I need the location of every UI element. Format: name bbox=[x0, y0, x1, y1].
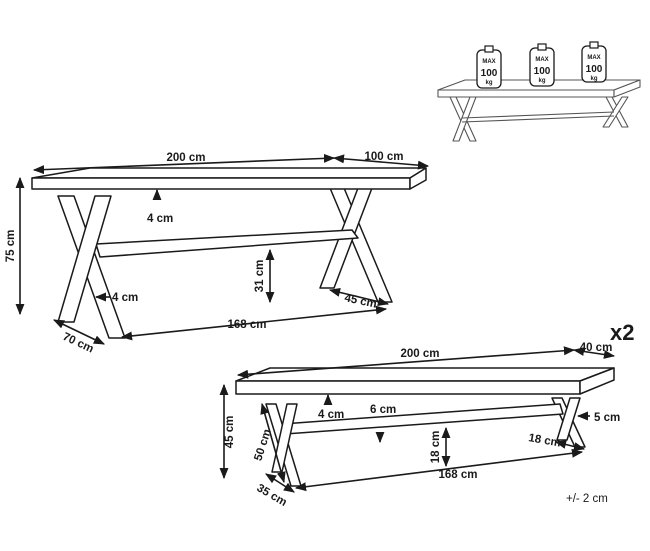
preview-bench-front bbox=[437, 89, 615, 98]
table-length-line bbox=[32, 153, 336, 175]
table-top-surface bbox=[31, 167, 427, 179]
bench-depth-label: 40 cm bbox=[580, 342, 613, 354]
table-top-side bbox=[409, 167, 427, 190]
table-height-label: 75 cm bbox=[5, 230, 17, 263]
table-top-front bbox=[31, 177, 411, 190]
weight-icon: MAX 100 kg bbox=[476, 45, 502, 89]
bench-top-front bbox=[235, 380, 581, 395]
table-depth-line bbox=[332, 154, 430, 170]
weight-max-label: MAX bbox=[587, 55, 600, 61]
weight-max-label: MAX bbox=[482, 59, 495, 65]
table-leg-depth-line bbox=[52, 319, 106, 345]
weight-value: 100 bbox=[534, 66, 551, 77]
weight-unit: kg bbox=[538, 78, 545, 84]
bench-leg-angle-label: 18 cm bbox=[527, 432, 561, 449]
tolerance-note: +/- 2 cm bbox=[566, 493, 608, 505]
bench-beam-thickness-label: 6 cm bbox=[370, 404, 396, 416]
bench-top-surface bbox=[235, 367, 615, 382]
table-length-label: 200 cm bbox=[166, 152, 205, 164]
load-preview: MAX 100 kg MAX 100 kg MAX 100 kg bbox=[437, 41, 641, 142]
table-inner-width-line bbox=[120, 305, 388, 341]
bench-drawing bbox=[235, 367, 615, 487]
preview-leg bbox=[452, 96, 477, 142]
bench-depth-line bbox=[572, 347, 616, 359]
table-leg-thickness-label: 4 cm bbox=[112, 292, 138, 304]
bench-length-line bbox=[236, 346, 576, 379]
bench-top-side bbox=[579, 367, 615, 395]
preview-stretcher bbox=[461, 111, 615, 119]
bench-length-label: 200 cm bbox=[400, 348, 439, 360]
preview-bench-side bbox=[613, 79, 641, 98]
table-top-thickness-label: 4 cm bbox=[147, 213, 173, 225]
table-leg-angle-line bbox=[328, 288, 390, 306]
preview-stretcher bbox=[461, 115, 615, 123]
weight-value: 100 bbox=[586, 64, 603, 75]
bench-quantity: x2 bbox=[610, 320, 634, 345]
weight-icon: MAX 100 kg bbox=[529, 43, 555, 87]
bench-height-label: 45 cm bbox=[224, 416, 236, 449]
table-leg-angle-label: 45 cm bbox=[343, 292, 377, 311]
table-clearance-label: 31 cm bbox=[254, 260, 266, 293]
bench-leg bbox=[556, 397, 581, 441]
weight-icon: MAX 100 kg bbox=[581, 41, 607, 83]
bench-leg-height-line bbox=[260, 402, 286, 484]
weight-value: 100 bbox=[481, 68, 498, 79]
table-leg-depth-label: 70 cm bbox=[61, 331, 96, 356]
bench-leg-angle-line bbox=[554, 440, 586, 451]
table-drawing bbox=[31, 167, 427, 339]
bench-leg-height-label: 50 cm bbox=[252, 428, 273, 463]
table-dimensions: 200 cm 100 cm 75 cm 4 cm 31 cm 4 cm 45 c… bbox=[5, 151, 430, 356]
bench-top-thickness-label: 4 cm bbox=[318, 409, 344, 421]
weight-max-label: MAX bbox=[535, 57, 548, 63]
weight-unit: kg bbox=[590, 76, 597, 82]
table-stretcher bbox=[95, 229, 359, 258]
bench-leg-depth-line bbox=[265, 473, 295, 493]
bench-inner-width-label: 168 cm bbox=[438, 469, 477, 481]
table-inner-width-label: 168 cm bbox=[227, 319, 266, 331]
weight-unit: kg bbox=[485, 80, 492, 86]
table-depth-label: 100 cm bbox=[364, 151, 403, 163]
bench-clearance-label: 18 cm bbox=[430, 431, 442, 464]
preview-leg bbox=[602, 96, 629, 128]
bench-leg-thickness-label: 5 cm bbox=[594, 412, 620, 424]
bench-inner-width-line bbox=[294, 448, 584, 492]
